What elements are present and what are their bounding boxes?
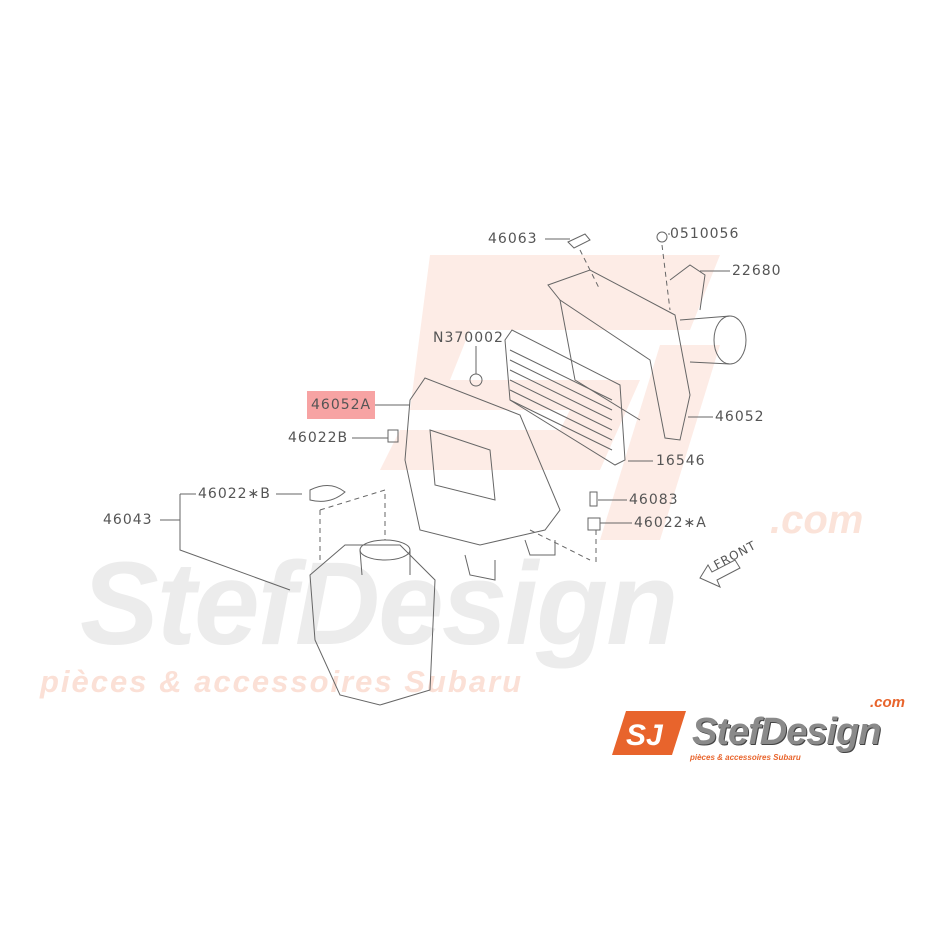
label-46043: 46043 <box>103 512 153 528</box>
label-46022-star-b: 46022∗B <box>198 486 271 502</box>
logo-domain: .com <box>870 694 906 711</box>
air-cleaner-upper-case <box>547 264 747 441</box>
logo-name: StefDesign <box>692 711 881 753</box>
air-cleaner-lower-case <box>404 377 561 581</box>
label-22680: 22680 <box>732 263 782 279</box>
grommet-46022b <box>387 429 399 443</box>
label-46022b: 46022B <box>288 430 349 446</box>
stefdesign-logo: SJ StefDesign .com pièces & accessoires … <box>612 695 922 765</box>
watermark-s-shape <box>380 255 720 470</box>
cushion-46022a <box>587 517 601 531</box>
logo-tagline: pièces & accessoires Subaru <box>690 753 801 762</box>
label-16546: 16546 <box>656 453 706 469</box>
label-0510056: 0510056 <box>670 226 740 242</box>
resonator <box>309 485 436 706</box>
collar-46083 <box>589 491 598 507</box>
label-46052a-highlighted[interactable]: 46052A <box>307 391 376 419</box>
label-46052: 46052 <box>715 409 765 425</box>
logo-mark-text: SJ <box>626 719 664 752</box>
watermark-name: StefDesign <box>80 538 678 670</box>
clip-46063 <box>567 233 591 249</box>
label-46022-star-a: 46022∗A <box>634 515 707 531</box>
watermark-domain: .com <box>770 498 864 542</box>
air-filter-element <box>504 329 626 466</box>
watermark-tagline: pièces & accessoires Subaru <box>40 664 524 699</box>
leader-lines <box>160 233 730 591</box>
sj-logo-mark-icon: SJ <box>612 711 686 755</box>
nut-n370002 <box>469 373 483 387</box>
label-46063: 46063 <box>488 231 538 247</box>
bolt-0510056 <box>656 231 668 243</box>
label-46083: 46083 <box>629 492 679 508</box>
front-arrow-icon <box>699 559 741 588</box>
label-n370002: N370002 <box>433 330 504 346</box>
